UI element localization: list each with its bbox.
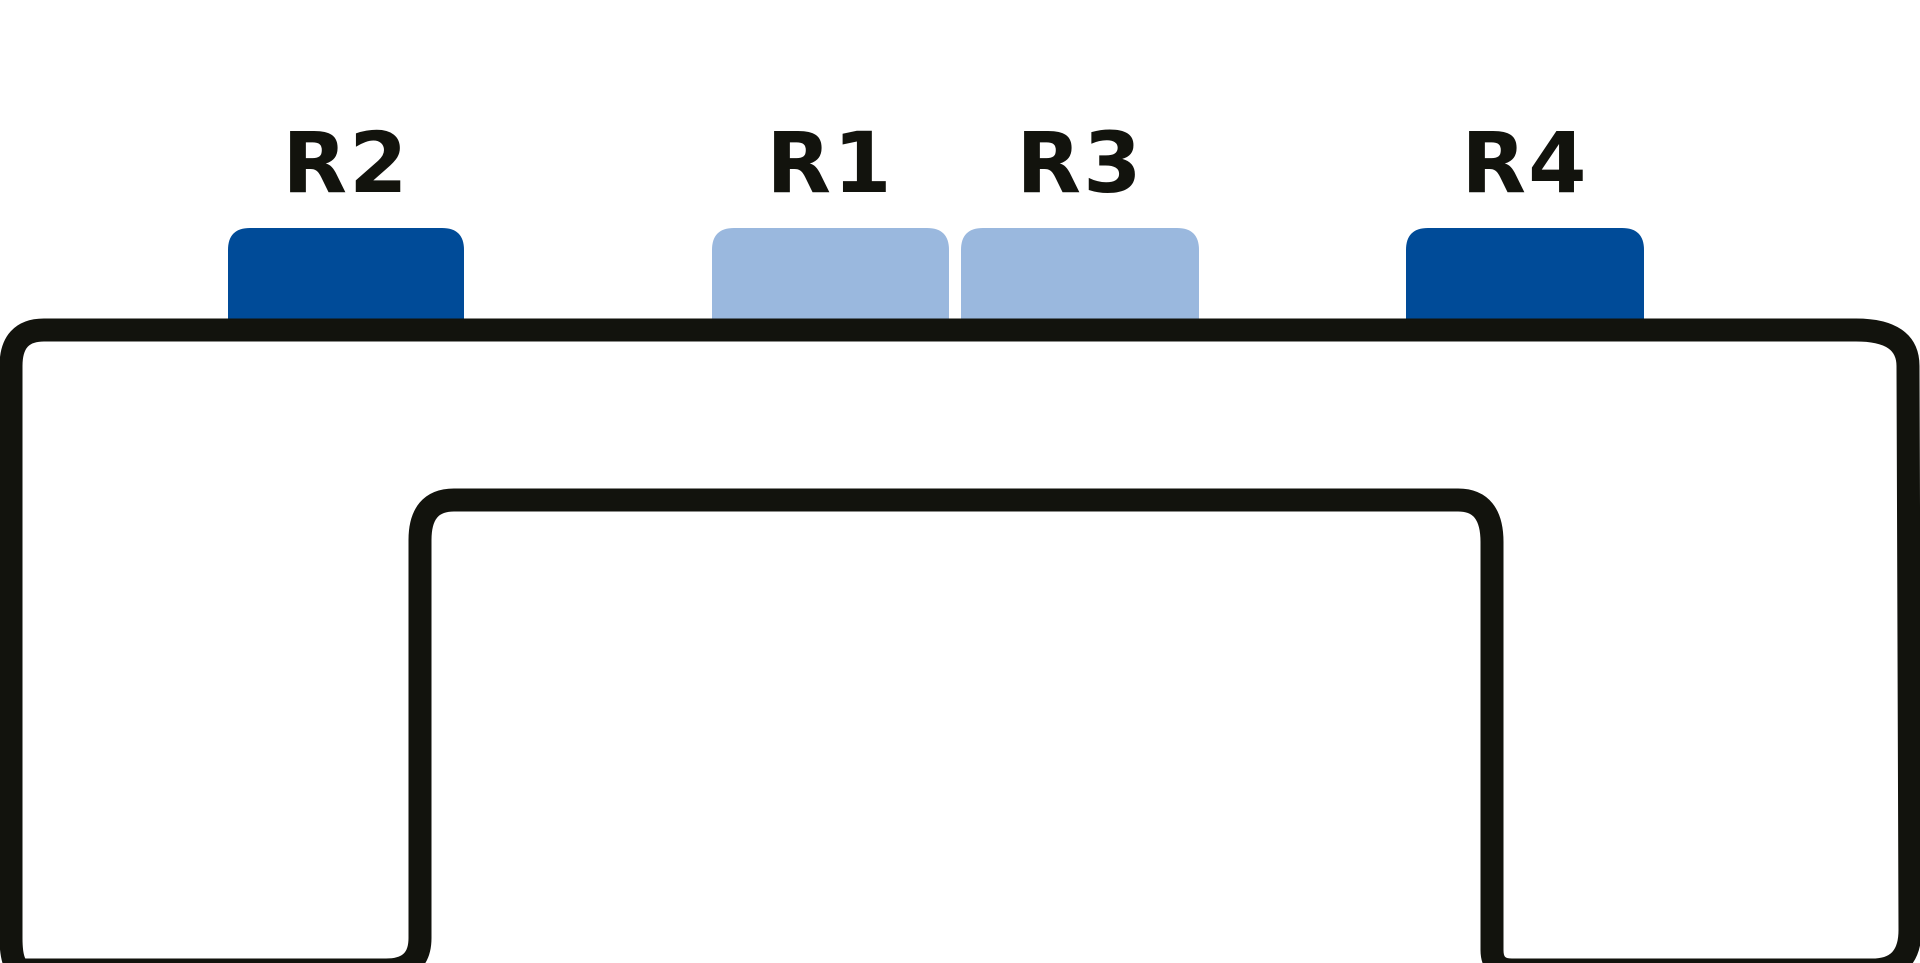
label-r3: R3 <box>1016 114 1143 212</box>
pad-r1 <box>712 228 949 322</box>
pad-r4 <box>1406 228 1644 322</box>
label-r4: R4 <box>1461 114 1588 212</box>
board-outline <box>0 318 1920 963</box>
pad-r2 <box>228 228 464 322</box>
label-r1: R1 <box>766 114 893 212</box>
pad-r3 <box>961 228 1199 322</box>
label-r2: R2 <box>282 114 409 212</box>
